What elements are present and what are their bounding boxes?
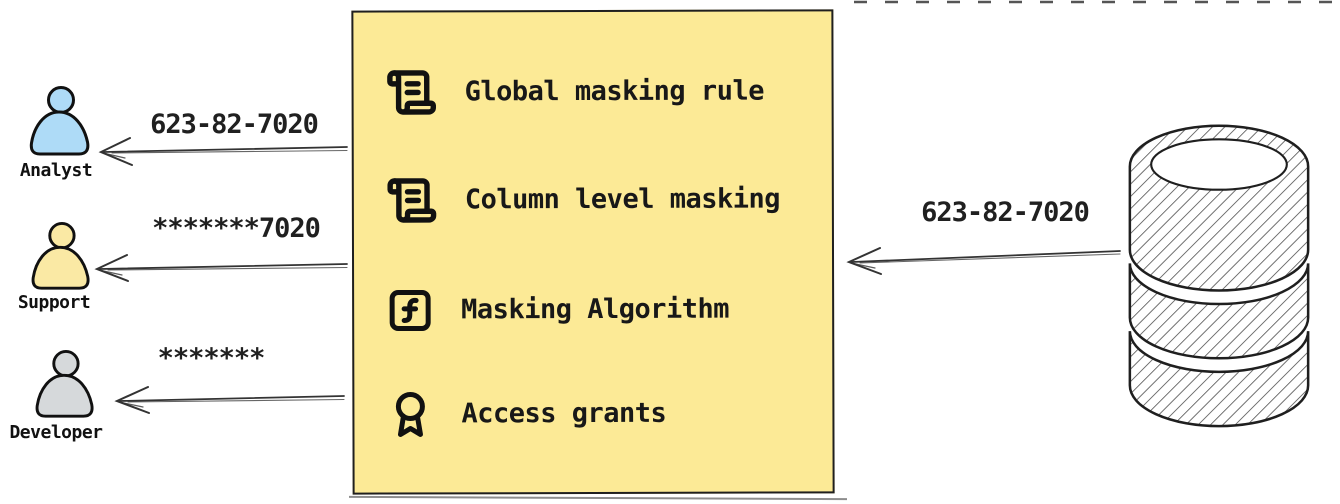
support-value: *******7020 (152, 213, 321, 244)
masking-policy-box: Global masking rule Column level masking… (351, 9, 835, 495)
analyst-head (47, 86, 75, 114)
developer-person-icon (35, 350, 94, 418)
database-middle-segment (1128, 263, 1310, 360)
database-bottom-segment (1128, 331, 1310, 428)
database-icon (1128, 124, 1310, 428)
support-label: Support (17, 292, 91, 313)
masking-box-item-label: Column level masking (464, 183, 781, 216)
masking-box-row: Global masking rule (386, 66, 764, 119)
function-square-icon (389, 289, 431, 332)
database-opening (1150, 138, 1288, 191)
scroll-text-icon (387, 178, 437, 223)
analyst-person-icon (29, 86, 90, 156)
masking-box-row: Access grants (386, 390, 666, 439)
masking-box-row: Masking Algorithm (386, 286, 729, 335)
developer-label: Developer (9, 422, 103, 443)
developer-head (52, 350, 80, 378)
developer-body (35, 373, 94, 418)
support-head (48, 222, 76, 250)
arrow-to-developer (114, 386, 345, 414)
support-person-icon (31, 222, 90, 290)
analyst-body (29, 110, 90, 156)
database-source-value: 623-82-7020 (921, 197, 1090, 228)
masking-box-row: Column level masking (386, 174, 780, 227)
arrow-to-support (94, 254, 348, 282)
support-body (31, 245, 90, 290)
analyst-label: Analyst (19, 160, 93, 181)
masking-box-item-label: Global masking rule (464, 75, 764, 108)
analyst-value: 623-82-7020 (150, 109, 319, 140)
masking-box-item-label: Masking Algorithm (461, 293, 730, 326)
masking-box-item-label: Access grants (461, 397, 667, 430)
developer-value: ******* (157, 343, 266, 374)
arrow-from-database (846, 247, 1121, 275)
scroll-text-icon (387, 70, 436, 115)
arrow-to-analyst (98, 137, 348, 166)
award-icon (395, 391, 425, 438)
